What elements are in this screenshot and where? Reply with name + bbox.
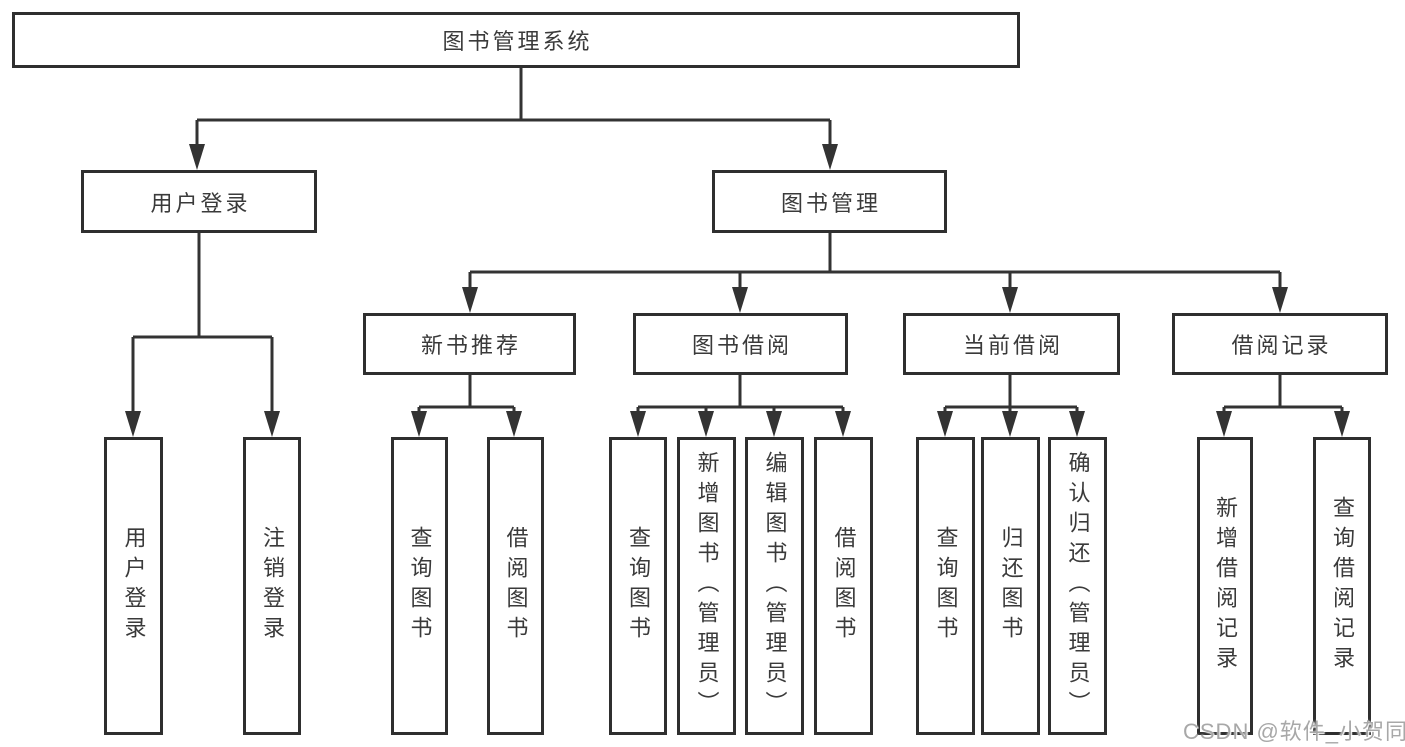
node-root: 图书管理系统 xyxy=(12,12,1020,68)
connector-new-book-to-leaves xyxy=(411,375,522,437)
leaf-borrow-query: 查询图书 xyxy=(609,437,667,735)
leaf-record-query: 查询借阅记录 xyxy=(1313,437,1371,735)
leaf-new-book-borrow: 借阅图书 xyxy=(487,437,544,735)
connector-book-borrow-to-leaves xyxy=(630,375,851,437)
node-current-borrow: 当前借阅 xyxy=(903,313,1120,375)
leaf-logout: 注销登录 xyxy=(243,437,301,735)
connector-root-to-level2 xyxy=(189,68,838,170)
leaf-current-query: 查询图书 xyxy=(916,437,975,735)
connector-borrow-record-to-leaves xyxy=(1216,375,1350,437)
leaf-borrow-borrow: 借阅图书 xyxy=(814,437,873,735)
leaf-current-return: 归还图书 xyxy=(981,437,1040,735)
leaf-new-book-query: 查询图书 xyxy=(391,437,448,735)
csdn-watermark: CSDN @软件_小贺同学 xyxy=(1183,719,1405,744)
connector-book-mgmt-to-level3 xyxy=(462,233,1288,313)
connector-current-borrow-to-leaves xyxy=(937,375,1085,437)
leaf-current-confirm-admin: 确认归还（管理员） xyxy=(1048,437,1107,735)
connector-user-login-to-leaves xyxy=(125,233,280,437)
node-book-mgmt: 图书管理 xyxy=(712,170,947,233)
leaf-record-add: 新增借阅记录 xyxy=(1197,437,1253,735)
leaf-borrow-edit-admin: 编辑图书（管理员） xyxy=(745,437,804,735)
leaf-borrow-add-admin: 新增图书（管理员） xyxy=(677,437,736,735)
node-borrow-record: 借阅记录 xyxy=(1172,313,1388,375)
node-book-borrow: 图书借阅 xyxy=(633,313,848,375)
node-user-login: 用户登录 xyxy=(81,170,317,233)
leaf-user-login: 用户登录 xyxy=(104,437,163,735)
node-new-book: 新书推荐 xyxy=(363,313,576,375)
